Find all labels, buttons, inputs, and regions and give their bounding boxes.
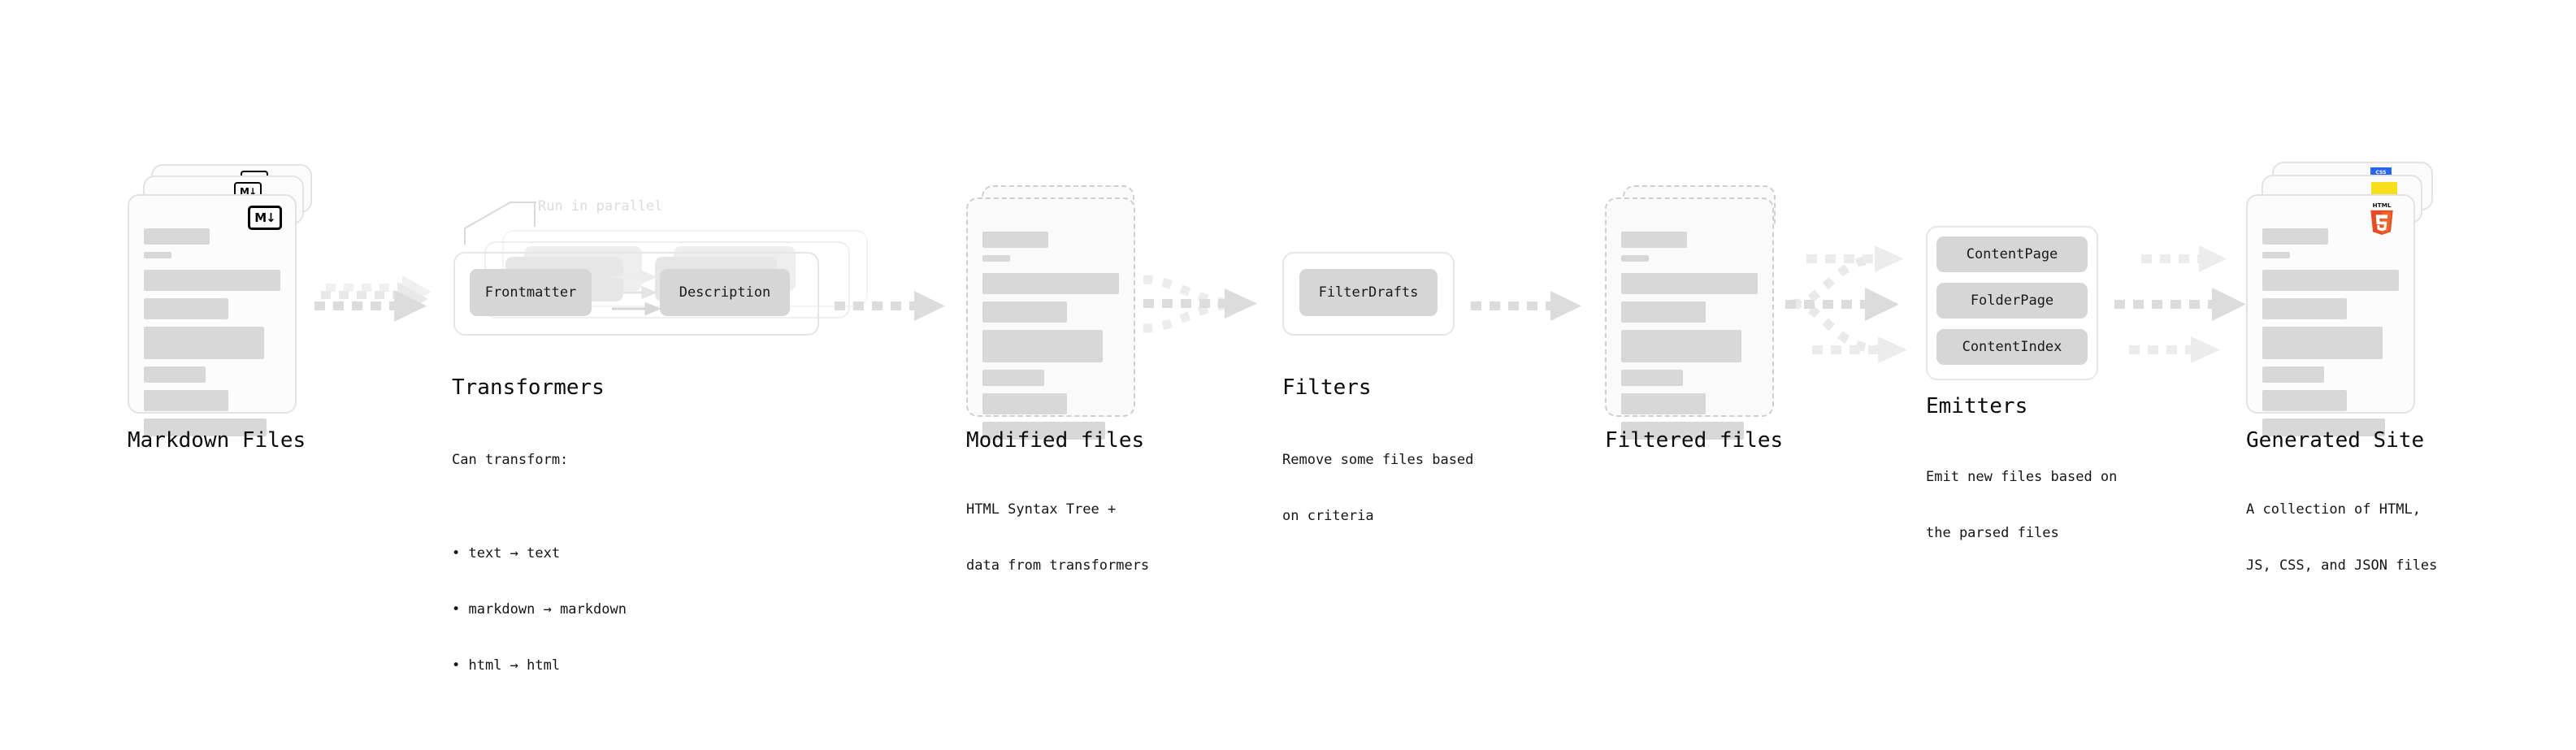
modified-files-title: Modified files	[966, 428, 1145, 453]
emitters-title: Emitters	[1926, 394, 2028, 418]
html5-wordmark: HTML	[2373, 202, 2392, 209]
card-content-bar	[2262, 252, 2290, 258]
pipeline-diagram: M↓ M↓ M↓ Markdown Files	[0, 0, 2576, 681]
arrow-markdown-to-transformers	[314, 275, 432, 322]
generated-site-subtitle: A collection of HTML, JS, CSS, and JSON …	[2246, 463, 2437, 613]
card-content-bar	[982, 330, 1103, 362]
card-content-bar	[144, 366, 206, 383]
emitters-subtitle-line-1: Emit new files based on	[1926, 469, 2118, 485]
transform-item-html: html → html	[452, 657, 627, 675]
js-badge	[2371, 182, 2397, 195]
emitters-subtitle: Emit new files based on the parsed files	[1926, 431, 2117, 580]
site-subtitle-line-1: A collection of HTML,	[2246, 501, 2421, 518]
card-content-bar	[1621, 393, 1706, 414]
filters-title: Filters	[1282, 375, 1372, 400]
emitter-plugin-contentindex[interactable]: ContentIndex	[1936, 329, 2088, 365]
card-content-bar	[1621, 232, 1687, 248]
card-content-bar	[144, 228, 210, 245]
transformers-transform-list: text → text markdown → markdown html → h…	[452, 507, 627, 713]
card-content-bar	[982, 273, 1119, 294]
card-content-bar	[982, 422, 1106, 440]
card-content-bar	[2262, 298, 2348, 319]
arrow-transformers-to-modified	[835, 291, 945, 321]
modified-card-bars	[982, 232, 1119, 447]
markdown-badge-front: M↓	[248, 206, 282, 230]
card-content-bar	[2262, 366, 2324, 383]
card-content-bar	[982, 255, 1010, 262]
transformers-subtitle: Can transform: text → text markdown → ma…	[452, 414, 627, 750]
modified-subtitle-line-1: HTML Syntax Tree +	[966, 501, 1117, 518]
filter-plugin-filterdrafts[interactable]: FilterDrafts	[1299, 269, 1438, 316]
arrow-filters-to-filtered	[1471, 291, 1581, 321]
card-content-bar	[1621, 255, 1649, 262]
transformers-subtitle-heading: Can transform:	[452, 452, 569, 468]
modified-subtitle-line-2: data from transformers	[966, 557, 1150, 574]
transformers-group	[453, 252, 819, 336]
markdown-files-title: Markdown Files	[128, 428, 306, 453]
transform-item-markdown: markdown → markdown	[452, 600, 626, 619]
card-content-bar	[2262, 228, 2328, 245]
arrow-emitters-to-site	[2114, 245, 2246, 363]
filters-subtitle: Remove some files based on criteria	[1282, 414, 1473, 563]
transformer-inner-arrows	[612, 270, 662, 316]
emitters-subtitle-line-2: the parsed files	[1926, 525, 2059, 541]
markdown-card-bars	[144, 228, 280, 444]
card-content-bar	[982, 370, 1044, 386]
card-content-bar	[1621, 330, 1741, 362]
modified-file-card-front	[966, 197, 1135, 440]
card-content-bar	[1621, 273, 1758, 294]
markdown-file-card-front	[128, 194, 297, 436]
transformers-title: Transformers	[452, 375, 605, 400]
emitter-plugin-folderpage[interactable]: FolderPage	[1936, 283, 2088, 319]
card-content-bar	[144, 252, 171, 258]
card-content-bar	[2262, 270, 2399, 291]
transformer-plugin-description[interactable]: Description	[660, 269, 790, 316]
transform-item-text: text → text	[452, 544, 627, 563]
filters-subtitle-line-1: Remove some files based	[1282, 452, 1474, 468]
filtered-card-bars	[1621, 232, 1758, 447]
site-card-bars	[2262, 228, 2399, 444]
run-in-parallel-bracket	[464, 202, 536, 245]
card-content-bar	[144, 390, 229, 411]
card-content-bar	[2262, 418, 2386, 436]
card-content-bar	[144, 298, 229, 319]
filters-subtitle-line-2: on criteria	[1282, 508, 1374, 524]
card-content-bar	[1621, 422, 1745, 440]
generated-site-title: Generated Site	[2246, 428, 2425, 453]
run-in-parallel-note: Run in parallel	[538, 198, 663, 215]
card-content-bar	[2262, 390, 2348, 411]
card-content-bar	[144, 270, 280, 291]
card-content-bar	[2262, 327, 2383, 359]
arrow-filtered-to-emitters	[1785, 245, 1907, 363]
card-content-bar	[144, 418, 267, 436]
card-content-bar	[982, 232, 1048, 248]
card-content-bar	[982, 393, 1068, 414]
card-content-bar	[144, 327, 264, 359]
filtered-file-card-front	[1605, 197, 1774, 440]
card-content-bar	[1621, 301, 1706, 323]
filtered-files-title: Filtered files	[1605, 428, 1784, 453]
card-content-bar	[982, 301, 1068, 323]
arrow-modified-to-filters	[1143, 275, 1257, 333]
html5-icon: HTML	[2370, 202, 2393, 235]
site-subtitle-line-2: JS, CSS, and JSON files	[2246, 557, 2438, 574]
transformer-plugin-frontmatter[interactable]: Frontmatter	[470, 269, 592, 316]
modified-files-subtitle: HTML Syntax Tree + data from transformer…	[966, 463, 1149, 613]
emitter-plugin-contentpage[interactable]: ContentPage	[1936, 236, 2088, 272]
card-content-bar	[1621, 370, 1683, 386]
